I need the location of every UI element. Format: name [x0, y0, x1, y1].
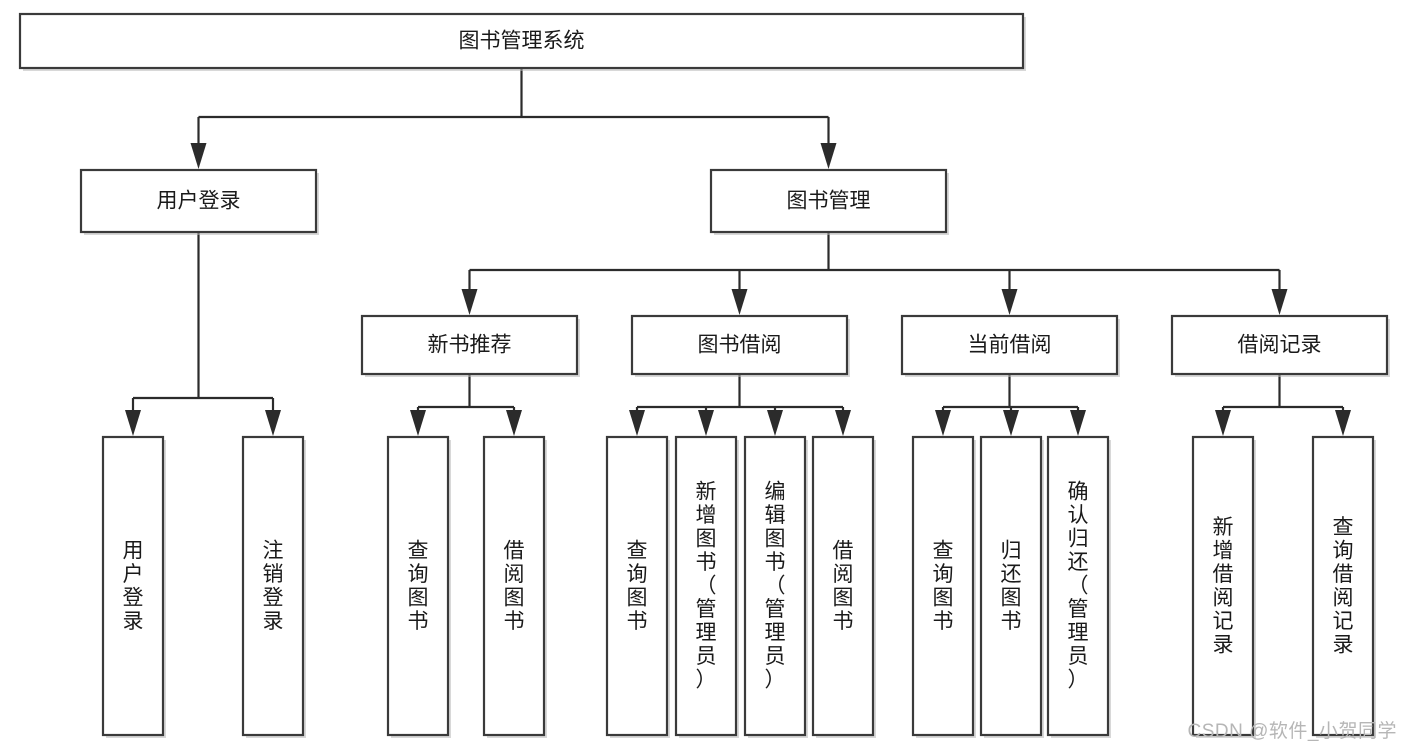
node-n-current[interactable]: 当前借阅 — [900, 314, 1120, 377]
watermark-label: CSDN @软件_小贺同学 — [1187, 721, 1397, 742]
node-l-login-1[interactable]: 用户登录 — [101, 435, 166, 738]
node-n-record[interactable]: 借阅记录 — [1170, 314, 1390, 377]
node-label: 确认归还（管理员） — [1068, 481, 1089, 692]
node-box[interactable] — [979, 435, 1043, 737]
node-l-cur-1[interactable]: 查询图书 — [911, 435, 976, 738]
node-label: 图书管理系统 — [459, 30, 585, 53]
arrow-head-icon — [1215, 410, 1231, 436]
arrow-head-icon — [461, 289, 478, 315]
node-box[interactable] — [18, 12, 1025, 70]
node-box[interactable] — [674, 435, 738, 737]
node-l-rec-2[interactable]: 查询借阅记录 — [1311, 435, 1376, 738]
arrow-head-icon — [731, 289, 748, 315]
arrow-head-icon — [1001, 289, 1018, 315]
node-box[interactable] — [709, 168, 948, 234]
node-box[interactable] — [1191, 435, 1255, 737]
node-label: 注销登录 — [263, 539, 284, 633]
node-box[interactable] — [1170, 314, 1389, 376]
connector-layer — [125, 68, 1351, 436]
arrow-head-icon — [1003, 410, 1019, 436]
node-label: 图书借阅 — [698, 334, 782, 357]
node-box[interactable] — [630, 314, 849, 376]
connector-group — [125, 232, 281, 436]
node-l-new-1[interactable]: 查询图书 — [386, 435, 451, 738]
node-box[interactable] — [79, 168, 318, 234]
arrow-head-icon — [698, 410, 714, 436]
node-l-login-2[interactable]: 注销登录 — [241, 435, 306, 738]
node-label: 图书管理 — [787, 190, 871, 213]
arrow-head-icon — [629, 410, 645, 436]
arrow-head-icon — [820, 143, 837, 169]
arrow-head-icon — [1335, 410, 1351, 436]
node-box[interactable] — [743, 435, 807, 737]
node-n-bookmgmt[interactable]: 图书管理 — [709, 168, 949, 235]
connector-group — [1215, 374, 1351, 436]
node-l-cur-3[interactable]: 确认归还（管理员） — [1046, 435, 1111, 738]
connector-group — [190, 68, 837, 169]
arrow-head-icon — [1271, 289, 1288, 315]
node-box[interactable] — [1311, 435, 1375, 737]
node-box[interactable] — [605, 435, 669, 737]
node-box[interactable] — [241, 435, 305, 737]
node-box[interactable] — [360, 314, 579, 376]
node-l-new-2[interactable]: 借阅图书 — [482, 435, 547, 738]
node-l-bor-3[interactable]: 编辑图书（管理员） — [743, 435, 808, 738]
arrow-head-icon — [935, 410, 951, 436]
node-box[interactable] — [101, 435, 165, 737]
node-layer: 图书管理系统用户登录图书管理新书推荐图书借阅当前借阅借阅记录用户登录注销登录查询… — [18, 12, 1390, 738]
arrow-head-icon — [767, 410, 783, 436]
arrow-head-icon — [835, 410, 851, 436]
node-label: 借阅记录 — [1238, 334, 1322, 357]
node-l-bor-1[interactable]: 查询图书 — [605, 435, 670, 738]
node-label: 新增图书（管理员） — [696, 481, 717, 692]
node-label: 查询借阅记录 — [1333, 516, 1354, 657]
node-label: 用户登录 — [157, 190, 241, 213]
node-label: 新增借阅记录 — [1213, 516, 1234, 657]
node-l-bor-2[interactable]: 新增图书（管理员） — [674, 435, 739, 738]
node-n-newbook[interactable]: 新书推荐 — [360, 314, 580, 377]
connector-group — [410, 374, 522, 436]
arrow-head-icon — [190, 143, 207, 169]
connector-group — [629, 374, 851, 436]
connector-group — [935, 374, 1086, 436]
node-box[interactable] — [482, 435, 546, 737]
node-l-cur-2[interactable]: 归还图书 — [979, 435, 1044, 738]
node-box[interactable] — [811, 435, 875, 737]
node-label: 当前借阅 — [968, 334, 1052, 357]
node-label: 查询图书 — [627, 539, 648, 633]
node-n-login[interactable]: 用户登录 — [79, 168, 319, 235]
node-label: 用户登录 — [123, 539, 144, 633]
node-box[interactable] — [911, 435, 975, 737]
node-l-rec-1[interactable]: 新增借阅记录 — [1191, 435, 1256, 738]
node-root[interactable]: 图书管理系统 — [18, 12, 1026, 71]
node-l-bor-4[interactable]: 借阅图书 — [811, 435, 876, 738]
arrow-head-icon — [506, 410, 522, 436]
node-box[interactable] — [386, 435, 450, 737]
node-label: 编辑图书（管理员） — [765, 481, 786, 692]
arrow-head-icon — [265, 410, 281, 436]
arrow-head-icon — [1070, 410, 1086, 436]
arrow-head-icon — [410, 410, 426, 436]
node-label: 新书推荐 — [428, 334, 512, 357]
node-box[interactable] — [1046, 435, 1110, 737]
node-label: 查询图书 — [933, 539, 954, 633]
node-label: 借阅图书 — [504, 539, 525, 633]
node-label: 归还图书 — [1001, 539, 1022, 633]
node-label: 借阅图书 — [833, 539, 854, 633]
node-label: 查询图书 — [408, 539, 429, 633]
node-box[interactable] — [900, 314, 1119, 376]
connector-group — [461, 232, 1288, 315]
node-n-borrow[interactable]: 图书借阅 — [630, 314, 850, 377]
arrow-head-icon — [125, 410, 141, 436]
